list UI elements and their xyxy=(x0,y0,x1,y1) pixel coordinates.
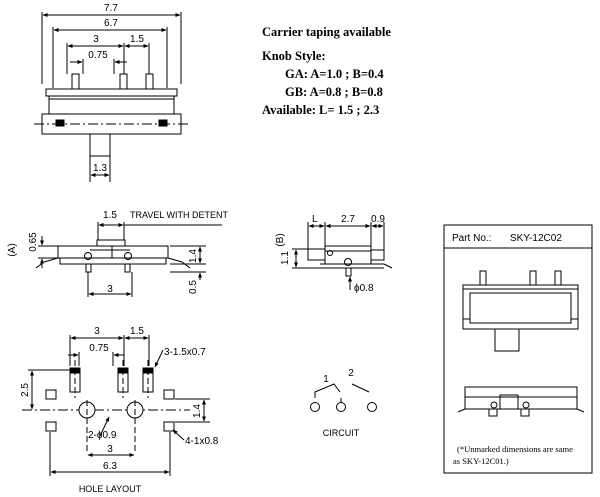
dim-side-height: 1.4 xyxy=(188,249,199,263)
circuit-pin-2: 2 xyxy=(348,368,354,379)
dim-travel: 1.5 xyxy=(103,210,117,221)
end-view xyxy=(292,222,393,290)
part-box-text: Part No.: SKY-12C02 (*Unmarked dimension… xyxy=(452,233,573,466)
dim-27: 2.7 xyxy=(341,214,355,225)
footnote-line-2: as SKY-12C01.) xyxy=(453,456,509,466)
dim-overall-width: 7.7 xyxy=(104,3,118,14)
dim-side-base: 0.5 xyxy=(188,280,199,294)
view-label-b: (B) xyxy=(275,233,286,246)
dim-hole-14: 1.4 xyxy=(192,404,203,418)
knob-style-ga: GA: A=1.0 ; B=0.4 xyxy=(285,67,384,81)
dim-slot-width: 0.75 xyxy=(89,343,109,354)
dim-hole-3: 3 xyxy=(107,444,113,455)
dim-side-pitch: 3 xyxy=(107,284,113,295)
dim-pin-width: 0.75 xyxy=(88,50,108,61)
hole-layout xyxy=(22,335,210,476)
dim-pin-diameter: ϕ0.8 xyxy=(354,283,374,294)
side-view xyxy=(35,222,222,297)
hole-note: 2-ϕ0.9 xyxy=(88,430,117,441)
knob-style-gb: GB: A=0.8 ; B=0.8 xyxy=(285,85,383,99)
dim-l: L xyxy=(312,214,318,225)
dim-pin-pitch-2: 1.5 xyxy=(130,34,144,45)
side-view-dims: 1.5 TRAVEL WITH DETENT (A) 0.65 1.4 0.5 … xyxy=(7,210,229,295)
footnote-line-1: (*Unmarked dimensions are same xyxy=(457,444,573,454)
notes: Carrier taping available Knob Style: GA:… xyxy=(262,25,391,117)
dim-hole-pitch: 3 xyxy=(94,326,100,337)
dim-pin-pitch: 3 xyxy=(93,34,99,45)
knob-style-heading: Knob Style: xyxy=(262,49,326,63)
dim-body-width: 6.7 xyxy=(104,18,118,29)
dim-11: 1.1 xyxy=(280,251,291,265)
part-no-value: SKY-12C02 xyxy=(510,233,562,244)
pad-note: 4-1x0.8 xyxy=(185,436,219,447)
top-view-dims: 7.7 6.7 3 1.5 0.75 1.3 xyxy=(88,3,144,174)
circuit-pin-1: 1 xyxy=(323,374,329,385)
travel-label: TRAVEL WITH DETENT xyxy=(130,210,229,220)
carrier-note: Carrier taping available xyxy=(262,25,391,39)
dim-hole-63: 6.3 xyxy=(103,461,117,472)
circuit-labels: 1 2 CIRCUIT xyxy=(323,368,360,438)
hole-layout-dims: 3 1.5 0.75 3-1.5x0.7 2.5 1.4 3 2-ϕ0.9 4-… xyxy=(20,326,219,494)
dim-hole-pitch-2: 1.5 xyxy=(130,326,144,337)
slot-note: 3-1.5x0.7 xyxy=(164,347,206,358)
dim-knob-width: 1.3 xyxy=(93,163,107,174)
dim-065: 0.65 xyxy=(28,232,39,252)
view-label-a: (A) xyxy=(7,243,18,256)
top-view xyxy=(34,12,190,182)
part-box xyxy=(443,224,593,474)
dim-25: 2.5 xyxy=(20,383,31,397)
end-view-dims: L 2.7 0.9 (B) 1.1 ϕ0.8 xyxy=(275,214,385,294)
dim-09: 0.9 xyxy=(371,214,385,225)
hole-layout-title: HOLE LAYOUT xyxy=(79,484,142,494)
circuit xyxy=(310,383,377,412)
part-no-label: Part No.: xyxy=(452,233,491,244)
available-lengths: Available: L= 1.5 ; 2.3 xyxy=(262,103,379,117)
circuit-title: CIRCUIT xyxy=(323,428,360,438)
